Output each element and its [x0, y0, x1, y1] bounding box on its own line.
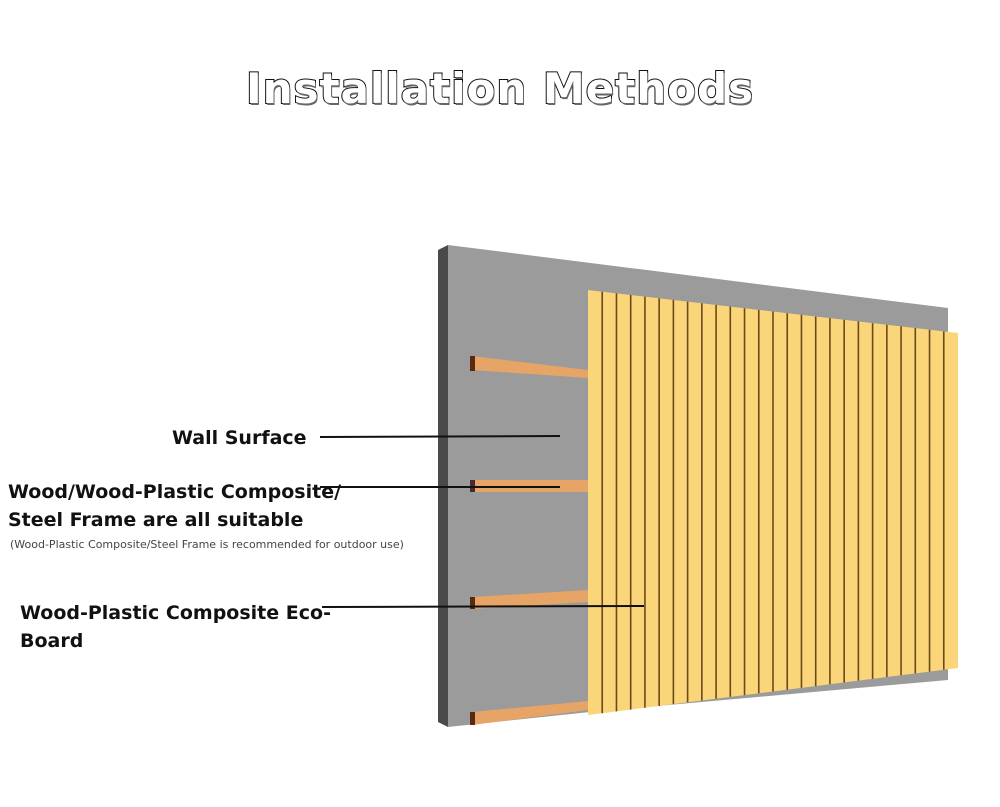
batten-end — [470, 712, 475, 725]
frame-battens — [470, 356, 588, 725]
leader-line-board — [321, 605, 645, 608]
label-frame-line1: Wood/Wood-Plastic Composite/ — [8, 481, 342, 503]
label-board-line2: Board — [20, 630, 84, 652]
panel-grooves — [601, 291, 945, 714]
page-title: Installation Methods — [245, 63, 755, 114]
batten — [472, 590, 588, 609]
batten-end — [470, 597, 475, 609]
batten-end — [470, 356, 475, 371]
label-frame-line2: Steel Frame are all suitable — [8, 509, 304, 531]
label-board-line1: Wood-Plastic Composite Eco- — [20, 602, 331, 624]
batten — [472, 701, 588, 725]
label-frame-note: (Wood-Plastic Composite/Steel Frame is r… — [10, 538, 404, 551]
label-wall-surface: Wall Surface — [172, 427, 307, 449]
leader-line-wall — [319, 435, 561, 438]
batten — [472, 356, 588, 378]
leader-lines — [319, 435, 645, 608]
